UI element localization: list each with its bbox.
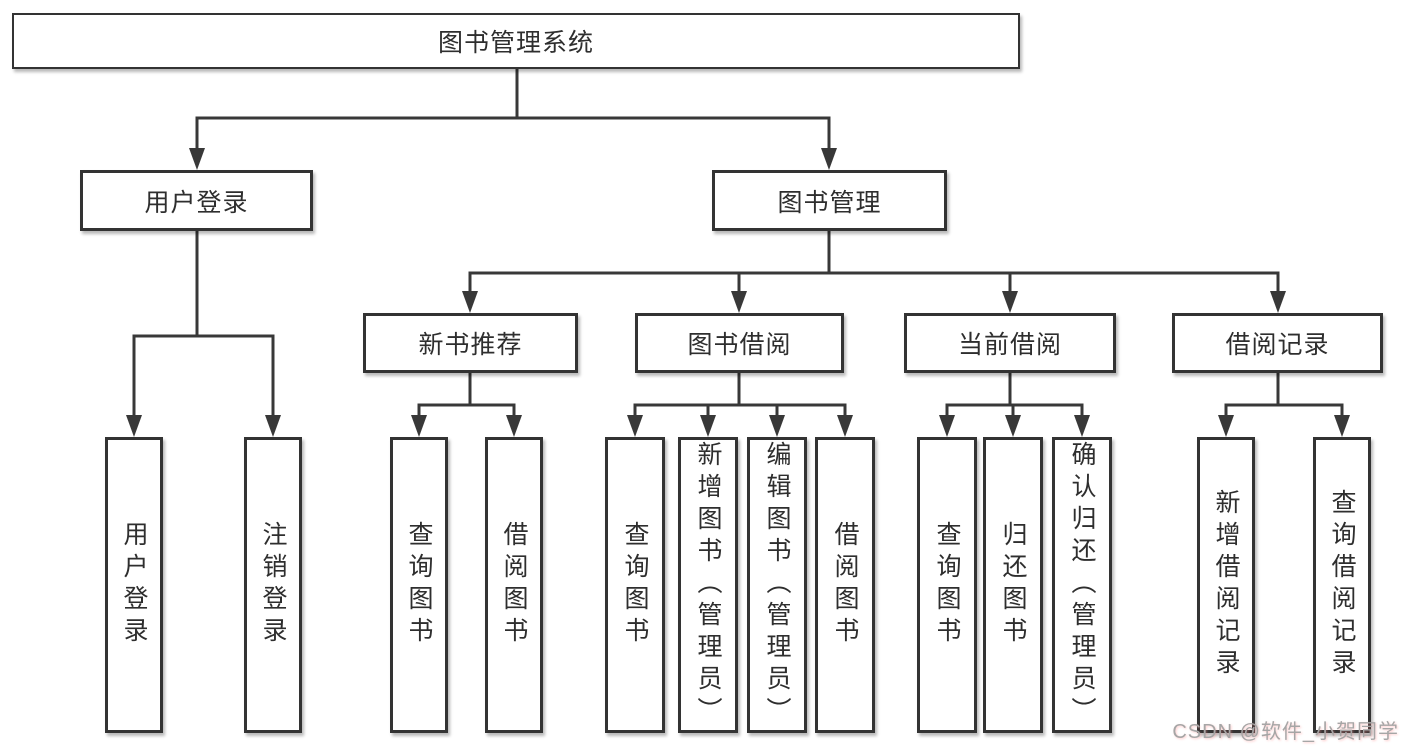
arrow-head — [627, 415, 643, 437]
node-label: 新增图书（管理员） — [694, 441, 722, 729]
node-label: 注销登录 — [259, 521, 287, 649]
leaf-return-books: 归还图书 — [983, 437, 1043, 733]
node-book-borrowing: 图书借阅 — [635, 313, 844, 373]
node-label: 图书管理 — [777, 188, 882, 217]
node-label: 新增借阅记录 — [1212, 489, 1240, 681]
node-label: 确认归还（管理员） — [1068, 441, 1096, 729]
node-label: 编辑图书（管理员） — [763, 441, 791, 729]
node-book-management-branch: 图书管理 — [712, 170, 947, 231]
csdn-watermark: CSDN @软件_小贺同学 — [1172, 721, 1399, 743]
leaf-query-books-current: 查询图书 — [917, 437, 977, 733]
leaf-confirm-return-admin: 确认归还（管理员） — [1052, 437, 1112, 733]
leaf-logout: 注销登录 — [244, 437, 302, 733]
arrow-head — [1005, 415, 1021, 437]
leaf-query-borrow-record: 查询借阅记录 — [1313, 437, 1371, 733]
arrow-head — [731, 291, 747, 313]
arrow-head — [126, 415, 142, 437]
arrow-head — [411, 415, 427, 437]
arrow-head — [506, 415, 522, 437]
arrow-head — [939, 415, 955, 437]
node-label: 查询图书 — [405, 521, 433, 649]
node-new-book-recommendation: 新书推荐 — [363, 313, 578, 373]
arrow-head — [1002, 291, 1018, 313]
arrow-head — [1218, 415, 1234, 437]
arrow-head — [265, 415, 281, 437]
node-borrowing-records: 借阅记录 — [1172, 313, 1383, 373]
leaf-edit-books-admin: 编辑图书（管理员） — [747, 437, 807, 733]
node-label: 当前借阅 — [957, 331, 1062, 359]
arrow-head — [700, 415, 716, 437]
leaf-borrow-books: 借阅图书 — [815, 437, 875, 733]
node-label: 图书管理系统 — [437, 29, 594, 57]
arrow-head — [1074, 415, 1090, 437]
node-label: 借阅图书 — [500, 521, 528, 649]
leaf-add-borrow-record: 新增借阅记录 — [1197, 437, 1255, 733]
node-label: 新书推荐 — [418, 331, 523, 359]
node-label: 借阅图书 — [831, 521, 859, 649]
node-label: 用户登录 — [144, 188, 249, 217]
leaf-add-books-admin: 新增图书（管理员） — [678, 437, 738, 733]
arrow-head — [462, 291, 478, 313]
node-label: 查询图书 — [621, 521, 649, 649]
arrow-head — [189, 148, 205, 170]
leaf-query-books-borrow: 查询图书 — [605, 437, 665, 733]
arrow-head — [769, 415, 785, 437]
arrow-head — [821, 148, 837, 170]
leaf-user-login: 用户登录 — [105, 437, 163, 733]
node-library-management-system: 图书管理系统 — [12, 13, 1020, 69]
arrow-head — [837, 415, 853, 437]
node-label: 借阅记录 — [1225, 331, 1330, 359]
node-label: 归还图书 — [999, 521, 1027, 649]
node-label: 查询借阅记录 — [1328, 489, 1356, 681]
leaf-borrow-books-recommend: 借阅图书 — [485, 437, 543, 733]
node-current-borrowing: 当前借阅 — [904, 313, 1116, 373]
node-label: 图书借阅 — [687, 331, 792, 359]
arrow-head — [1334, 415, 1350, 437]
leaf-query-books-recommend: 查询图书 — [390, 437, 448, 733]
node-user-login-branch: 用户登录 — [80, 170, 313, 231]
arrow-head — [1270, 291, 1286, 313]
node-label: 查询图书 — [933, 521, 961, 649]
node-label: 用户登录 — [120, 521, 148, 649]
